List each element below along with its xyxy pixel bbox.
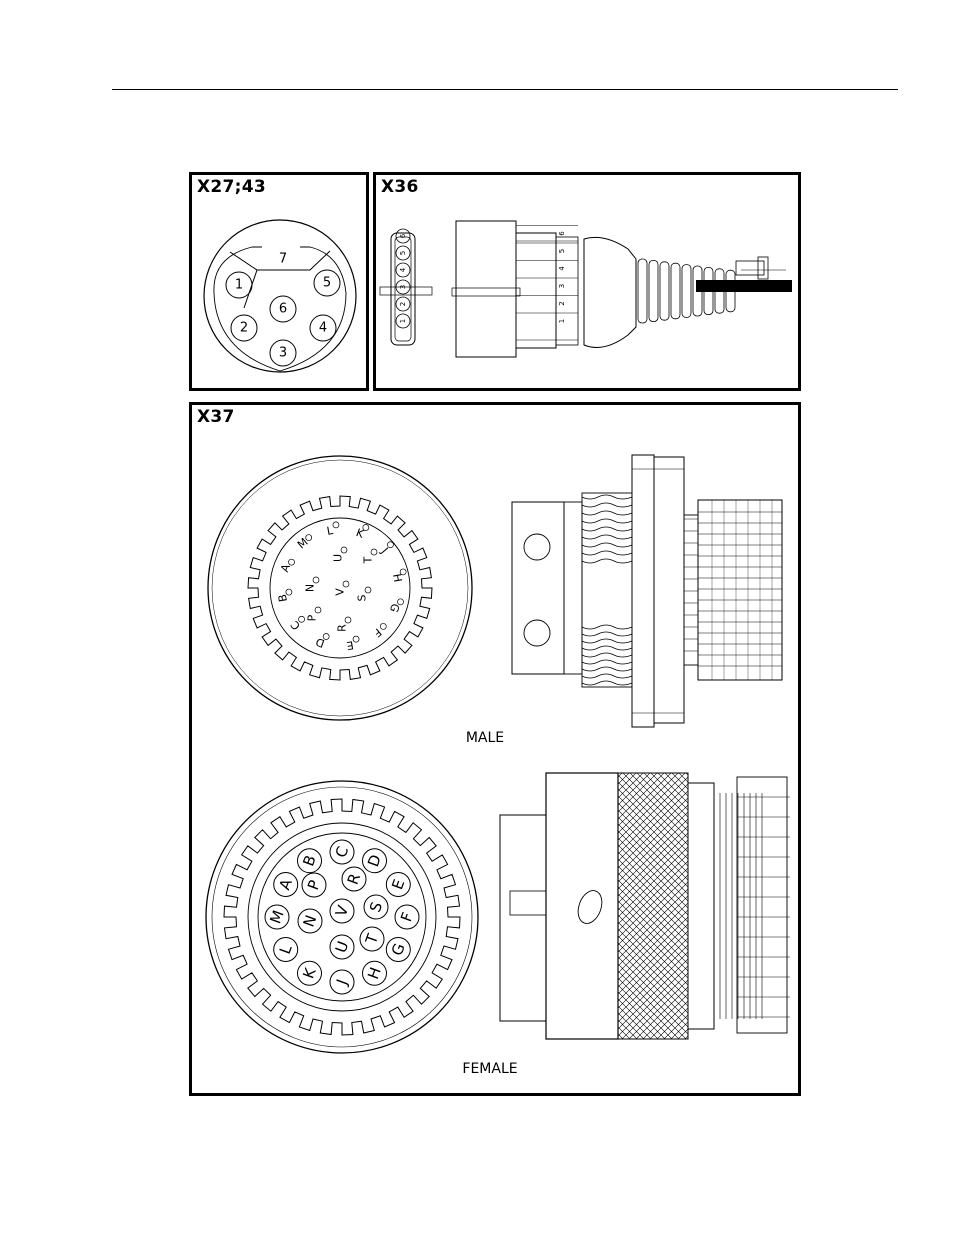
x37-male-side-view bbox=[512, 455, 782, 727]
female-pin-D-label: D bbox=[364, 852, 385, 869]
male-pin-S-label: S bbox=[356, 594, 369, 601]
pin-4-label: 4 bbox=[319, 321, 327, 336]
female-pin-A-label: A bbox=[275, 876, 296, 892]
male-pin-C-label: C bbox=[288, 618, 303, 632]
male-pin-H-label: H bbox=[390, 573, 404, 583]
male-pin-N-label: N bbox=[304, 584, 317, 592]
x37-female-side-view bbox=[500, 773, 790, 1039]
male-pin-D-label: D bbox=[314, 635, 326, 650]
female-caption: FEMALE bbox=[462, 1061, 517, 1077]
header-rule bbox=[112, 89, 898, 90]
female-pin-S-label: S bbox=[366, 899, 386, 914]
male-pin-R-label: R bbox=[336, 624, 349, 632]
pin-6-label: 6 bbox=[399, 233, 407, 238]
female-pin-E-label: E bbox=[388, 877, 408, 892]
male-pin-T-label: T bbox=[362, 556, 375, 564]
male-pin-E-label: E bbox=[345, 638, 354, 652]
female-pin-F-label: F bbox=[397, 910, 417, 924]
male-pin-J-label: J bbox=[378, 545, 391, 557]
male-pin-G-label: G bbox=[387, 602, 402, 614]
pin-3-label: 3 bbox=[399, 285, 407, 289]
female-pin-R-label: R bbox=[344, 871, 364, 887]
pin-1-side-label: 1 bbox=[558, 319, 566, 323]
pin-3-label: 3 bbox=[279, 346, 287, 361]
female-pin-U-label: U bbox=[332, 939, 353, 955]
pin-5-label: 5 bbox=[399, 251, 407, 255]
male-pin-P-label: P bbox=[306, 614, 319, 621]
male-caption: MALE bbox=[466, 730, 504, 746]
male-pin-M-label: M bbox=[295, 536, 311, 552]
male-pin-L-label: L bbox=[326, 524, 335, 538]
male-pin-A-label: A bbox=[278, 562, 293, 574]
female-pin-N-label: N bbox=[300, 913, 321, 930]
pin-2-label: 2 bbox=[240, 321, 248, 336]
pin-3-side-label: 3 bbox=[558, 284, 566, 288]
pin-4-side-label: 4 bbox=[558, 266, 566, 271]
male-pin-B-label: B bbox=[276, 593, 290, 603]
pin-2-label: 2 bbox=[399, 302, 407, 306]
female-pin-K-label: K bbox=[299, 965, 320, 981]
pin-5-label: 5 bbox=[323, 276, 331, 291]
female-pin-T-label: T bbox=[362, 931, 383, 947]
female-pin-J-label: J bbox=[332, 977, 351, 988]
female-pin-L-label: L bbox=[276, 942, 296, 957]
pin-1-label: 1 bbox=[399, 319, 407, 323]
pin-2-side-label: 2 bbox=[558, 301, 566, 305]
female-pin-H-label: H bbox=[364, 965, 385, 982]
female-pin-B-label: B bbox=[299, 853, 319, 869]
male-pin-F-label: F bbox=[371, 625, 384, 639]
pin-7-label: 7 bbox=[279, 252, 287, 267]
x27-connector-face: 1 2 3 4 5 6 7 bbox=[192, 175, 366, 388]
female-pin-G-label: G bbox=[388, 941, 409, 958]
male-pin-U-label: U bbox=[332, 554, 345, 562]
pin-1-label: 1 bbox=[235, 278, 243, 293]
x37-male-face: KJ H GF E DC B AM L R P N T S U V bbox=[208, 456, 472, 720]
pin-6-label: 6 bbox=[279, 302, 287, 317]
female-pin-V-label: V bbox=[332, 902, 353, 918]
female-pin-P-label: P bbox=[304, 878, 324, 893]
male-pin-V-label: V bbox=[334, 588, 347, 596]
pin-5-side-label: 5 bbox=[558, 249, 566, 253]
pin-6-side-label: 6 bbox=[558, 231, 566, 236]
female-pin-C-label: C bbox=[332, 844, 353, 860]
x36-connector-side-view: 1 2 3 4 5 6 1 2 3 4 5 6 bbox=[376, 175, 798, 388]
cable bbox=[696, 280, 792, 292]
male-pin-K-label: K bbox=[354, 526, 366, 541]
female-pin-M-label: M bbox=[266, 908, 287, 926]
pin-4-label: 4 bbox=[399, 267, 407, 272]
